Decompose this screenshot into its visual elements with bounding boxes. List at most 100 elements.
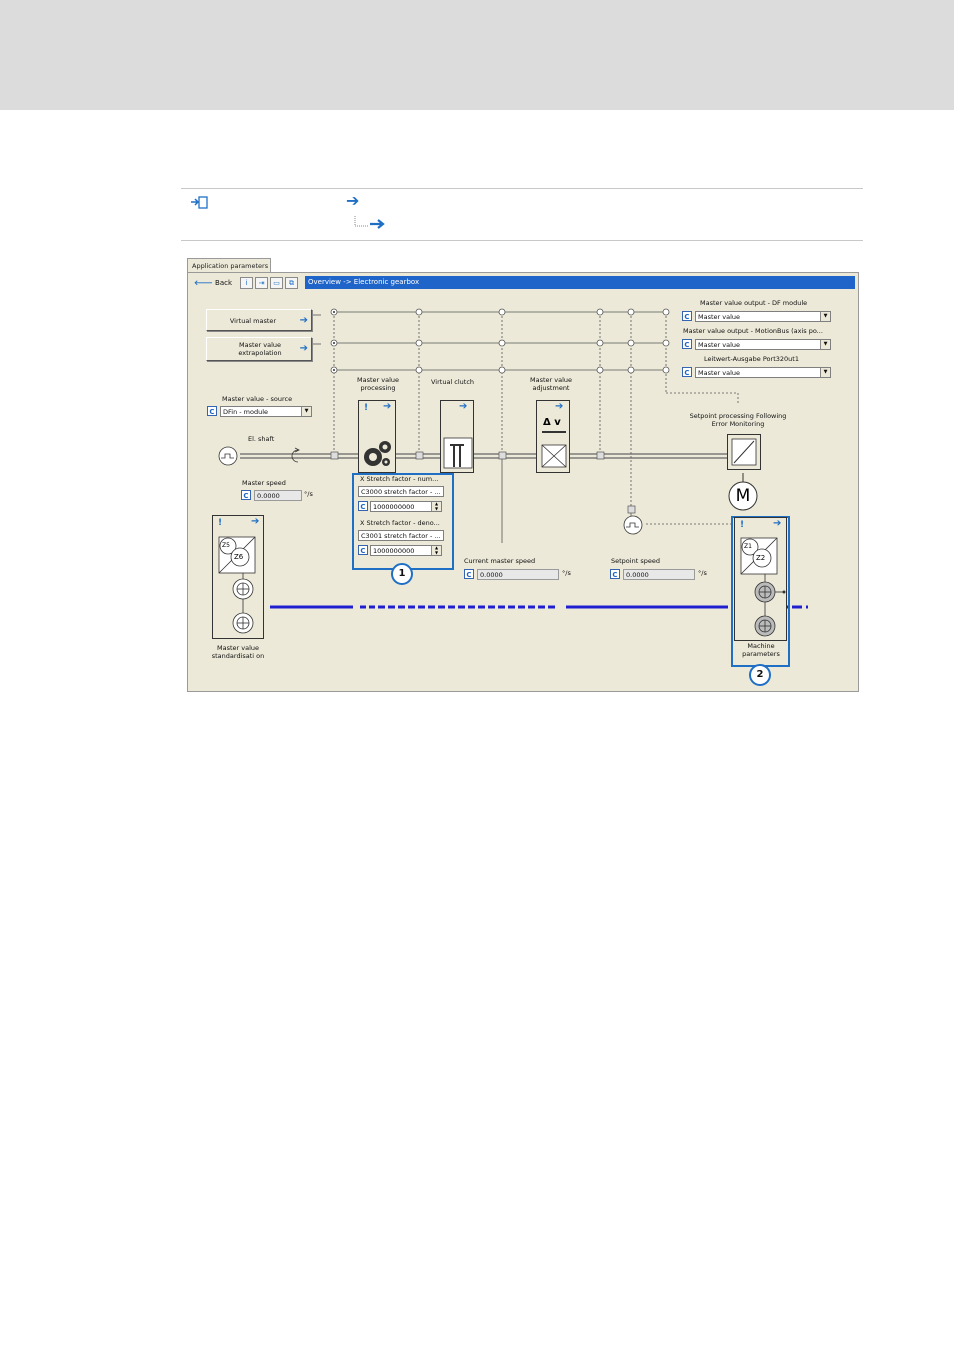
current-speed-value: 0.0000	[477, 569, 559, 580]
stretch-num-value: 1000000000	[373, 503, 415, 511]
extrapolation-label: Master value extrapolation	[238, 341, 282, 357]
back-button[interactable]: 🡐 Back	[194, 278, 232, 287]
back-arrow-icon: 🡐	[194, 279, 213, 287]
callout-2: 2	[749, 664, 771, 686]
current-speed-unit: °/s	[562, 569, 571, 577]
application-parameters-window: Application parameters 🡐 Back i ⇥ ▭ ⧉ Ov…	[187, 258, 859, 692]
header-band	[0, 0, 954, 110]
master-adjust-block[interactable]: ➔ Δ v	[536, 400, 570, 473]
reference-rule-bottom	[181, 240, 863, 241]
output-1-c-icon[interactable]: C	[682, 311, 692, 321]
stretch-num-spin-icon: ▲▼	[431, 501, 441, 511]
source-label: Master value - source	[222, 395, 293, 403]
output-2-value: Master value	[698, 341, 741, 349]
motor-symbol: M	[735, 486, 751, 506]
setpoint-processing-block[interactable]	[727, 434, 761, 470]
z6-label: Z6	[234, 553, 244, 561]
breadcrumb: Overview -> Electronic gearbox	[305, 276, 855, 289]
info-icon[interactable]: i	[240, 277, 253, 289]
virtual-clutch-label: Virtual clutch	[431, 378, 475, 386]
tab-application-parameters[interactable]: Application parameters	[187, 258, 271, 272]
monitor-icon[interactable]: ▭	[270, 277, 283, 289]
stretch-den-name[interactable]: C3001 stretch factor - ...	[358, 530, 444, 541]
reference-rule-top	[181, 188, 863, 189]
output-3-c-icon[interactable]: C	[682, 367, 692, 377]
master-speed-value: 0.0000	[254, 490, 302, 501]
master-speed-c-icon[interactable]: C	[241, 490, 251, 500]
stretch-den-name-text: C3001 stretch factor - ...	[361, 532, 441, 540]
setpoint-speed-value: 0.0000	[623, 569, 695, 580]
stretch-den-value: 1000000000	[373, 547, 415, 555]
z5-label: Z5	[222, 542, 230, 549]
output-1-value: Master value	[698, 313, 741, 321]
master-speed-unit: °/s	[304, 490, 313, 498]
output-3-title: Leitwert-Ausgabe Port320ut1	[704, 355, 799, 363]
stretch-den-input[interactable]: 1000000000 ▲▼	[370, 545, 442, 556]
source-select[interactable]: DFin - module ▼	[220, 406, 312, 417]
clutch-jump-arrow-icon: ➔	[459, 401, 468, 412]
source-dropdown-icon: ▼	[301, 407, 311, 416]
callout-1: 1	[391, 563, 413, 585]
stretch-num-name-text: C3000 stretch factor - ...	[361, 488, 441, 496]
output-2-title: Master value output - MotionBus (axis po…	[683, 327, 823, 335]
machine-params-block[interactable]: ! ➔ Z1 Z2	[734, 517, 787, 641]
stretch-num-header: X Stretch factor - num...	[360, 475, 439, 483]
stretch-num-c-icon[interactable]: C	[358, 501, 368, 511]
master-speed-label: Master speed	[242, 479, 286, 487]
setpoint-speed-label: Setpoint speed	[611, 557, 660, 565]
back-label: Back	[215, 279, 233, 287]
master-processing-block[interactable]: ! ➔	[358, 400, 396, 473]
virtual-master-arrow-icon: ➔	[299, 315, 308, 326]
master-processing-label: Master value processing	[356, 376, 400, 392]
std-block-label: Master value standardisati on	[211, 644, 265, 660]
gear-ratio-std-icon	[218, 536, 256, 634]
machine-block-label: Machine parameters	[742, 642, 780, 658]
ramp-icon	[731, 438, 757, 466]
clutch-icon	[443, 437, 473, 469]
stretch-den-c-icon[interactable]: C	[358, 545, 368, 555]
jump-icon[interactable]: ⇥	[255, 277, 268, 289]
machine-jump-arrow-icon: ➔	[773, 518, 782, 529]
output-1-title: Master value output - DF module	[700, 299, 808, 307]
extrapolation-button[interactable]: Master value extrapolation ➔	[206, 337, 312, 361]
current-speed-c-icon[interactable]: C	[464, 569, 474, 579]
gears-icon	[364, 441, 391, 466]
jump-into-icon	[191, 196, 208, 209]
z2-label: Z2	[756, 554, 766, 562]
current-speed-label: Current master speed	[464, 557, 536, 565]
standardisation-block[interactable]: ! ➔ Z5 Z6	[212, 515, 264, 639]
setpoint-speed-c-icon[interactable]: C	[610, 569, 620, 579]
delta-v-label: Δ v	[543, 417, 561, 428]
el-shaft-label: El. shaft	[248, 435, 275, 443]
reference-link-arrow-icon[interactable]: ➔	[346, 191, 360, 210]
window-icon[interactable]: ⧉	[285, 277, 298, 289]
master-adjust-label: Master value adjustment	[529, 376, 573, 392]
output-1-select[interactable]: Master value▼	[695, 311, 831, 322]
output-2-select[interactable]: Master value ▼	[695, 339, 831, 350]
stretch-den-spin-icon: ▲▼	[431, 545, 441, 555]
stretch-num-name[interactable]: C3000 stretch factor - ...	[358, 486, 444, 497]
extrapolation-arrow-icon: ➔	[299, 343, 308, 354]
source-value: DFin - module	[223, 408, 269, 416]
std-info-icon: !	[218, 518, 223, 528]
std-jump-arrow-icon: ➔	[251, 516, 260, 527]
machine-info-icon: !	[740, 520, 745, 530]
source-c-icon[interactable]: C	[207, 406, 217, 416]
signal-flow-diagram	[218, 308, 808, 609]
output-2-dropdown-icon: ▼	[820, 340, 830, 349]
processing-info-icon: !	[364, 403, 369, 413]
output-2-c-icon[interactable]: C	[682, 339, 692, 349]
sublink-arrow-icon	[354, 216, 385, 229]
stretch-den-header: X Stretch factor - deno...	[360, 519, 440, 527]
output-3-value: Master value	[698, 369, 741, 377]
master-encoder-icon	[218, 446, 238, 466]
virtual-clutch-block[interactable]: ➔	[440, 400, 474, 473]
setpoint-encoder-icon	[623, 515, 643, 535]
output-3-dropdown-icon: ▼	[820, 368, 830, 377]
parameters-panel: 🡐 Back i ⇥ ▭ ⧉ Overview -> Electronic ge…	[187, 272, 859, 692]
setpoint-processing-label: Setpoint processing Following Error Moni…	[689, 412, 787, 428]
stretch-num-input[interactable]: 1000000000 ▲▼	[370, 501, 442, 512]
output-3-select[interactable]: Master value ▼	[695, 367, 831, 378]
virtual-master-button[interactable]: Virtual master ➔	[206, 309, 312, 331]
gear-ratio-machine-icon	[740, 537, 786, 637]
